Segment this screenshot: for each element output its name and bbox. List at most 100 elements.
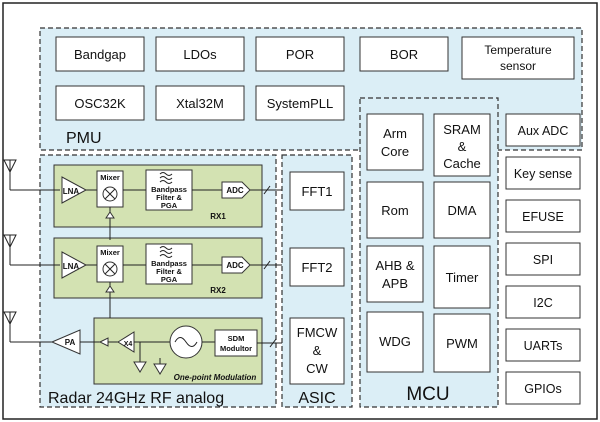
arm-label: Arm [383, 126, 407, 141]
rx2-chain: LNA Mixer Bandpass Filter & PGA ADC RX2 [61, 243, 290, 296]
rf-label: Radar 24GHz RF analog [48, 390, 224, 407]
rom-block [366, 181, 424, 239]
xtal32m-label: Xtal32M [176, 96, 224, 111]
ahb-apb-block [366, 245, 424, 303]
rx2-filter-line1: Bandpass [151, 259, 187, 268]
fmcw-amp-label: & [313, 343, 322, 358]
asic-blocks: FFT1 FFT2 FMCW & CW [289, 171, 345, 385]
por-label: POR [286, 47, 314, 62]
rx2-mixer-label: Mixer [100, 248, 120, 257]
rx1-adc-block [221, 181, 251, 199]
rx2-filter-line3: PGA [161, 275, 178, 284]
pmu-label: PMU [66, 130, 102, 147]
temperature-label: Temperature [484, 43, 552, 57]
dma-block [433, 181, 491, 239]
por-block [255, 36, 345, 72]
x4-label: X4 [124, 341, 133, 348]
efuse-label: EFUSE [522, 210, 564, 224]
rx1-filter-block [145, 169, 193, 211]
uarts-label: UARTs [524, 339, 563, 353]
rx1-chain: LNA Mixer Bandpass Filter & PGA ADC RX1 [61, 169, 290, 222]
modulation-label: One-point Modulation [174, 373, 257, 382]
key-sense-block [505, 156, 581, 190]
i2c-label: I2C [533, 296, 552, 310]
antenna-icon-rx2 [3, 234, 60, 266]
aux-adc-block [505, 113, 581, 147]
mcu-blocks: Arm Core SRAM & Cache Rom DMA AHB & APB … [366, 113, 491, 373]
pmu-blocks: Bandgap LDOs POR BOR Temperature sensor … [55, 36, 575, 121]
timer-label: Timer [446, 270, 479, 285]
rx1-mixer-label: Mixer [100, 173, 120, 182]
core-label: Core [381, 144, 409, 159]
dma-label: DMA [448, 203, 477, 218]
aux-adc-label: Aux ADC [518, 124, 569, 138]
osc32k-label: OSC32K [74, 96, 126, 111]
xtal32m-block [155, 85, 245, 121]
sensor-label: sensor [500, 59, 536, 73]
systempll-label: SystemPLL [267, 96, 333, 111]
rx1-name: RX1 [210, 212, 226, 221]
pwm-block [433, 313, 491, 373]
asic-label: ASIC [298, 390, 335, 407]
systempll-block [255, 85, 345, 121]
i2c-block [505, 285, 581, 319]
rx1-filter-line1: Bandpass [151, 185, 187, 194]
rx1-lna-symbol [61, 176, 88, 204]
rx2-adc-label: ADC [226, 261, 244, 270]
timer-block [433, 245, 491, 309]
osc32k-block [55, 85, 145, 121]
ldos-label: LDOs [183, 47, 217, 62]
sdm-label-line1: SDM [228, 334, 245, 343]
rx2-name: RX2 [210, 286, 226, 295]
rx1-filter-line3: PGA [161, 201, 178, 210]
pa-label: PA [65, 338, 76, 347]
sdm-label-line2: Modultor [220, 344, 252, 353]
fft2-block [289, 247, 345, 287]
bor-block [359, 36, 449, 72]
arm-core-block [366, 113, 424, 171]
gpios-block [505, 371, 581, 405]
bandgap-label: Bandgap [74, 47, 126, 62]
fft1-label: FFT1 [301, 184, 332, 199]
rx1-filter-line2: Filter & [156, 193, 182, 202]
apb-label: APB [382, 276, 408, 291]
bandgap-block [55, 36, 145, 72]
pwm-label: PWM [446, 336, 478, 351]
mcu-label: MCU [406, 384, 449, 405]
rx2-filter-block [145, 243, 193, 285]
peripheral-blocks: Aux ADC Key sense EFUSE SPI I2C UARTs GP… [505, 113, 581, 405]
cache-label: Cache [443, 156, 481, 171]
fmcw-cw-block [289, 317, 345, 385]
rx2-adc-block [221, 256, 251, 274]
rx1-lna-label: LNA [63, 187, 80, 196]
sram-label: SRAM [443, 122, 481, 137]
rx1-adc-label: ADC [226, 186, 244, 195]
antenna-icon-rx1 [3, 159, 60, 191]
rx2-filter-line2: Filter & [156, 267, 182, 276]
spi-label: SPI [533, 253, 553, 267]
tx-chain: PA X4 SDM Modultor One-point Modulation [50, 325, 290, 382]
ahb-label: AHB & [375, 258, 414, 273]
sram-amp-label: & [458, 139, 467, 154]
efuse-block [505, 199, 581, 233]
rom-label: Rom [381, 203, 408, 218]
uarts-block [505, 328, 581, 362]
antenna-icon-tx [3, 311, 52, 343]
key-sense-label: Key sense [514, 167, 572, 181]
spi-block [505, 242, 581, 276]
wdg-label: WDG [379, 334, 411, 349]
fft2-label: FFT2 [301, 260, 332, 275]
sram-cache-block [433, 113, 491, 177]
cw-label: CW [306, 361, 328, 376]
pd-symbol-1 [133, 361, 147, 373]
pd-symbol-2 [153, 363, 167, 375]
wdg-block [366, 311, 424, 373]
rx2-lna-symbol [61, 251, 88, 279]
fft1-block [289, 171, 345, 211]
gpios-label: GPIOs [524, 382, 562, 396]
ldos-block [155, 36, 245, 72]
temperature-sensor-block [461, 36, 575, 80]
rx2-lna-label: LNA [63, 262, 80, 271]
bor-label: BOR [390, 47, 418, 62]
